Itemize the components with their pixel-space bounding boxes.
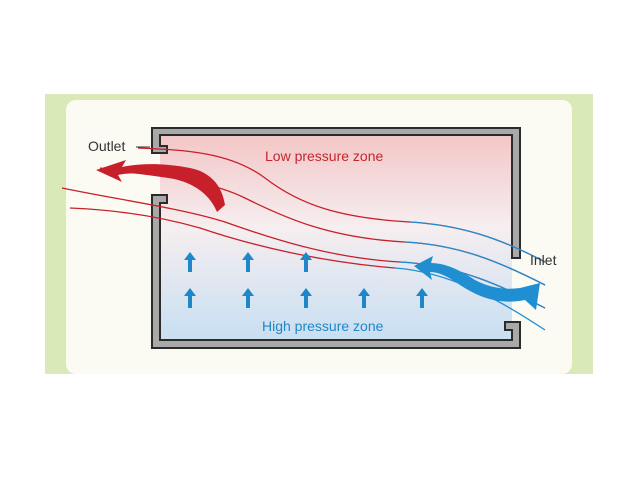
up-arrow-icon — [242, 252, 254, 272]
up-arrow-icon — [300, 288, 312, 308]
up-arrow-icon — [242, 288, 254, 308]
pressure-arrows — [184, 252, 428, 308]
up-arrow-icon — [184, 252, 196, 272]
room-interior — [160, 135, 512, 340]
up-arrow-icon — [416, 288, 428, 308]
top-left-wall — [151, 127, 521, 259]
low-pressure-zone-label: Low pressure zone — [265, 148, 384, 164]
up-arrow-icon — [300, 252, 312, 272]
outlet-arrow — [96, 160, 225, 212]
up-arrow-icon — [358, 288, 370, 308]
inlet-label: Inlet — [530, 252, 557, 268]
high-pressure-zone-label: High pressure zone — [262, 318, 384, 334]
flow-line — [69, 207, 396, 269]
bottom-left-wall — [151, 194, 521, 349]
outlet-label: Outlet — [88, 138, 125, 154]
flow-line — [404, 241, 546, 286]
room-walls — [151, 127, 521, 349]
inlet-arrow — [414, 256, 540, 310]
flow-line — [409, 221, 546, 263]
up-arrow-icon — [184, 288, 196, 308]
